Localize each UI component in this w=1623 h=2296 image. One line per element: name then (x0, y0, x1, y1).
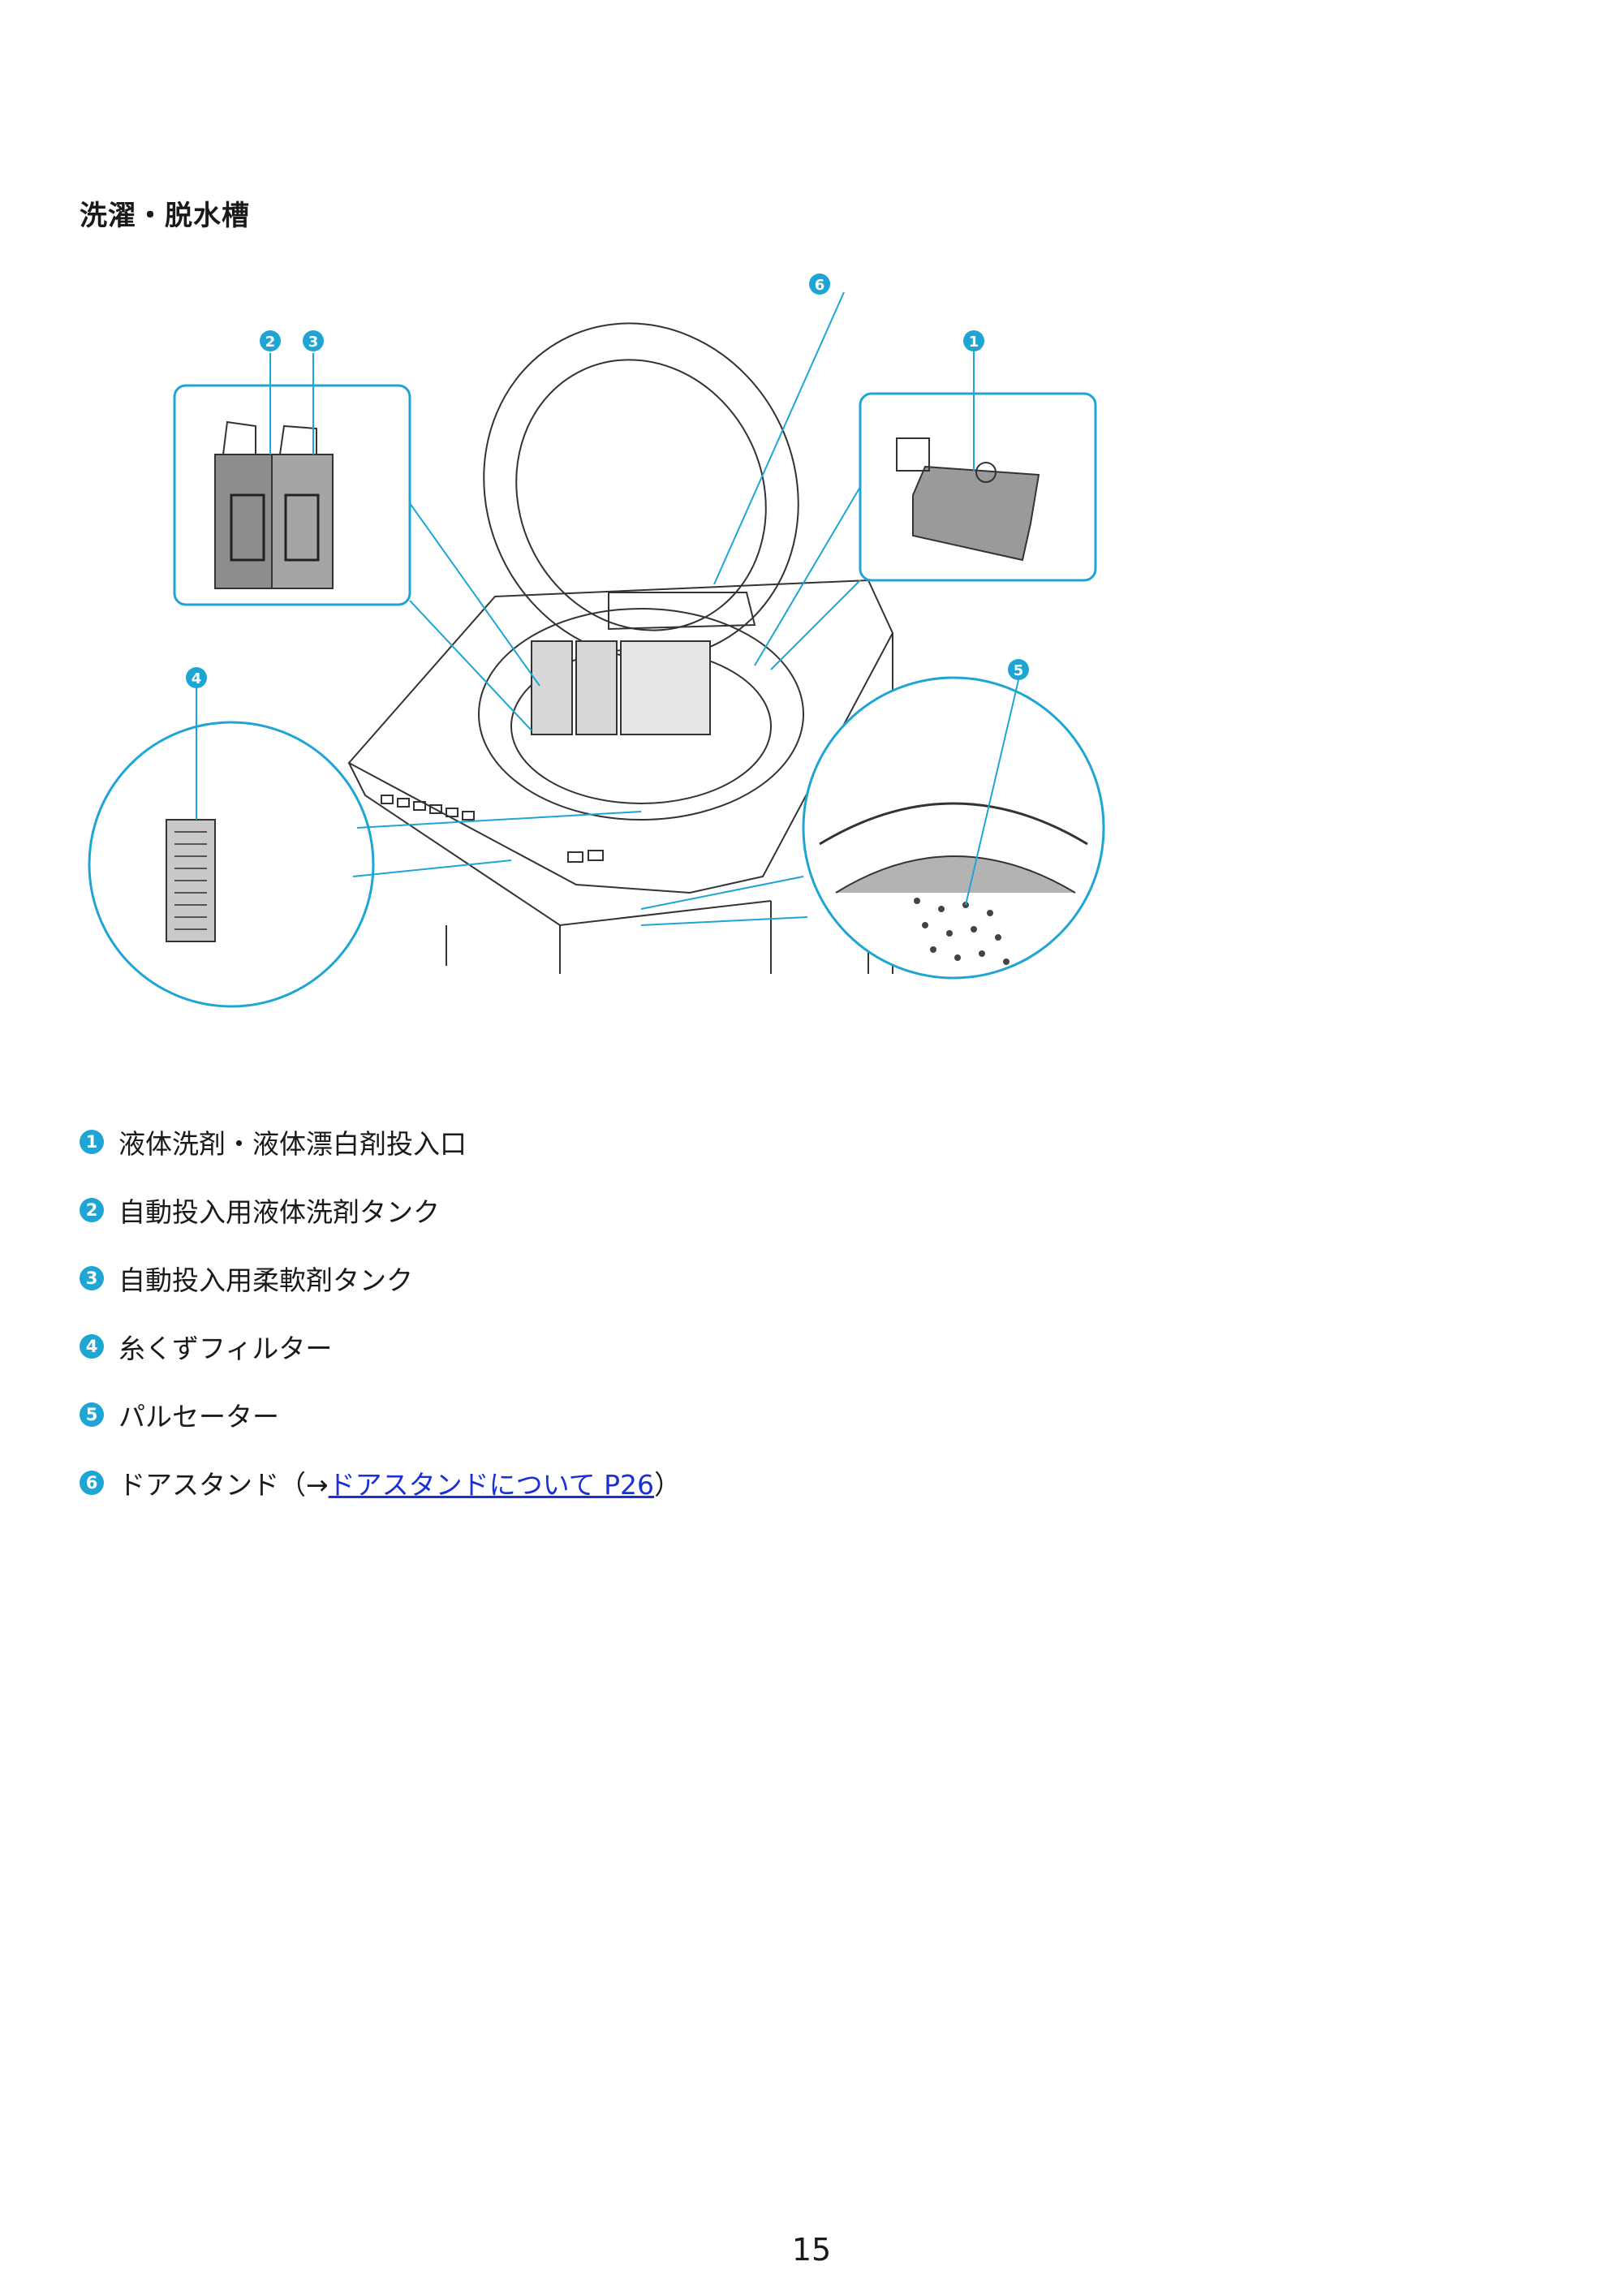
svg-text:6: 6 (815, 277, 825, 294)
callout-badge-1: 1 (963, 330, 984, 351)
link-suffix: ） (654, 1469, 682, 1501)
callout-badge-4: 4 (186, 667, 207, 688)
number-badge: 5 (80, 1402, 104, 1427)
legend-label: パルセーター (118, 1401, 279, 1432)
legend-label: ドアスタンド (118, 1469, 279, 1501)
machine-front-edge (348, 762, 772, 927)
legend-label: 自動投入用柔軟剤タンク (118, 1264, 413, 1296)
legend-label: 自動投入用液体洗剤タンク (118, 1196, 440, 1228)
svg-text:4: 4 (192, 670, 202, 687)
tank-housing (620, 640, 711, 735)
lid-window (515, 359, 767, 631)
door-stand-page-link[interactable]: ドアスタンドについて P26 (328, 1469, 655, 1501)
number-badge: 2 (80, 1198, 104, 1222)
link-prefix: （→ (279, 1469, 329, 1501)
legend-item: 1 液体洗剤・液体漂白剤投入口 (80, 1108, 681, 1176)
machine-body-sides (446, 633, 893, 974)
lid-outer (483, 322, 799, 660)
section-title: 洗濯・脱水槽 (80, 200, 250, 232)
parts-legend: 1 液体洗剤・液体漂白剤投入口 2 自動投入用液体洗剤タンク 3 自動投入用柔軟… (80, 1108, 681, 1517)
legend-item: 6 ドアスタンド （→ ドアスタンドについて P26 ） (80, 1449, 681, 1517)
inset-tanks (173, 384, 540, 731)
inset-pulsator (640, 676, 1105, 980)
legend-item: 2 自動投入用液体洗剤タンク (80, 1176, 681, 1244)
legend-label: 液体洗剤・液体漂白剤投入口 (118, 1128, 467, 1160)
number-badge: 1 (80, 1130, 104, 1154)
svg-text:1: 1 (969, 334, 979, 351)
washing-machine-diagram: 1 2 3 4 5 6 (88, 274, 1105, 1008)
page-number: 15 (791, 2232, 832, 2268)
callout-badge-6: 6 (809, 274, 830, 295)
inset-lint-filter (88, 721, 642, 1008)
number-badge: 3 (80, 1266, 104, 1290)
svg-text:2: 2 (265, 334, 276, 351)
number-badge: 6 (80, 1471, 104, 1495)
inset-dispenser (754, 392, 1097, 670)
door-stand (608, 592, 756, 631)
tub-opening (478, 608, 804, 821)
legend-item: 5 パルセーター (80, 1381, 681, 1449)
callout-badge-3: 3 (303, 330, 324, 351)
callout-badge-5: 5 (1008, 659, 1029, 680)
detergent-tank (531, 640, 573, 735)
svg-text:5: 5 (1014, 662, 1024, 679)
control-buttons (381, 795, 604, 863)
legend-item: 4 糸くずフィルター (80, 1312, 681, 1381)
number-badge: 4 (80, 1334, 104, 1359)
legend-label: 糸くずフィルター (118, 1333, 333, 1364)
legend-item: 3 自動投入用柔軟剤タンク (80, 1244, 681, 1312)
softener-tank (575, 640, 618, 735)
washing-machine-illustration: 1 2 3 4 5 6 (73, 260, 1112, 1023)
callout-badge-2: 2 (260, 330, 281, 351)
svg-text:3: 3 (308, 334, 319, 351)
